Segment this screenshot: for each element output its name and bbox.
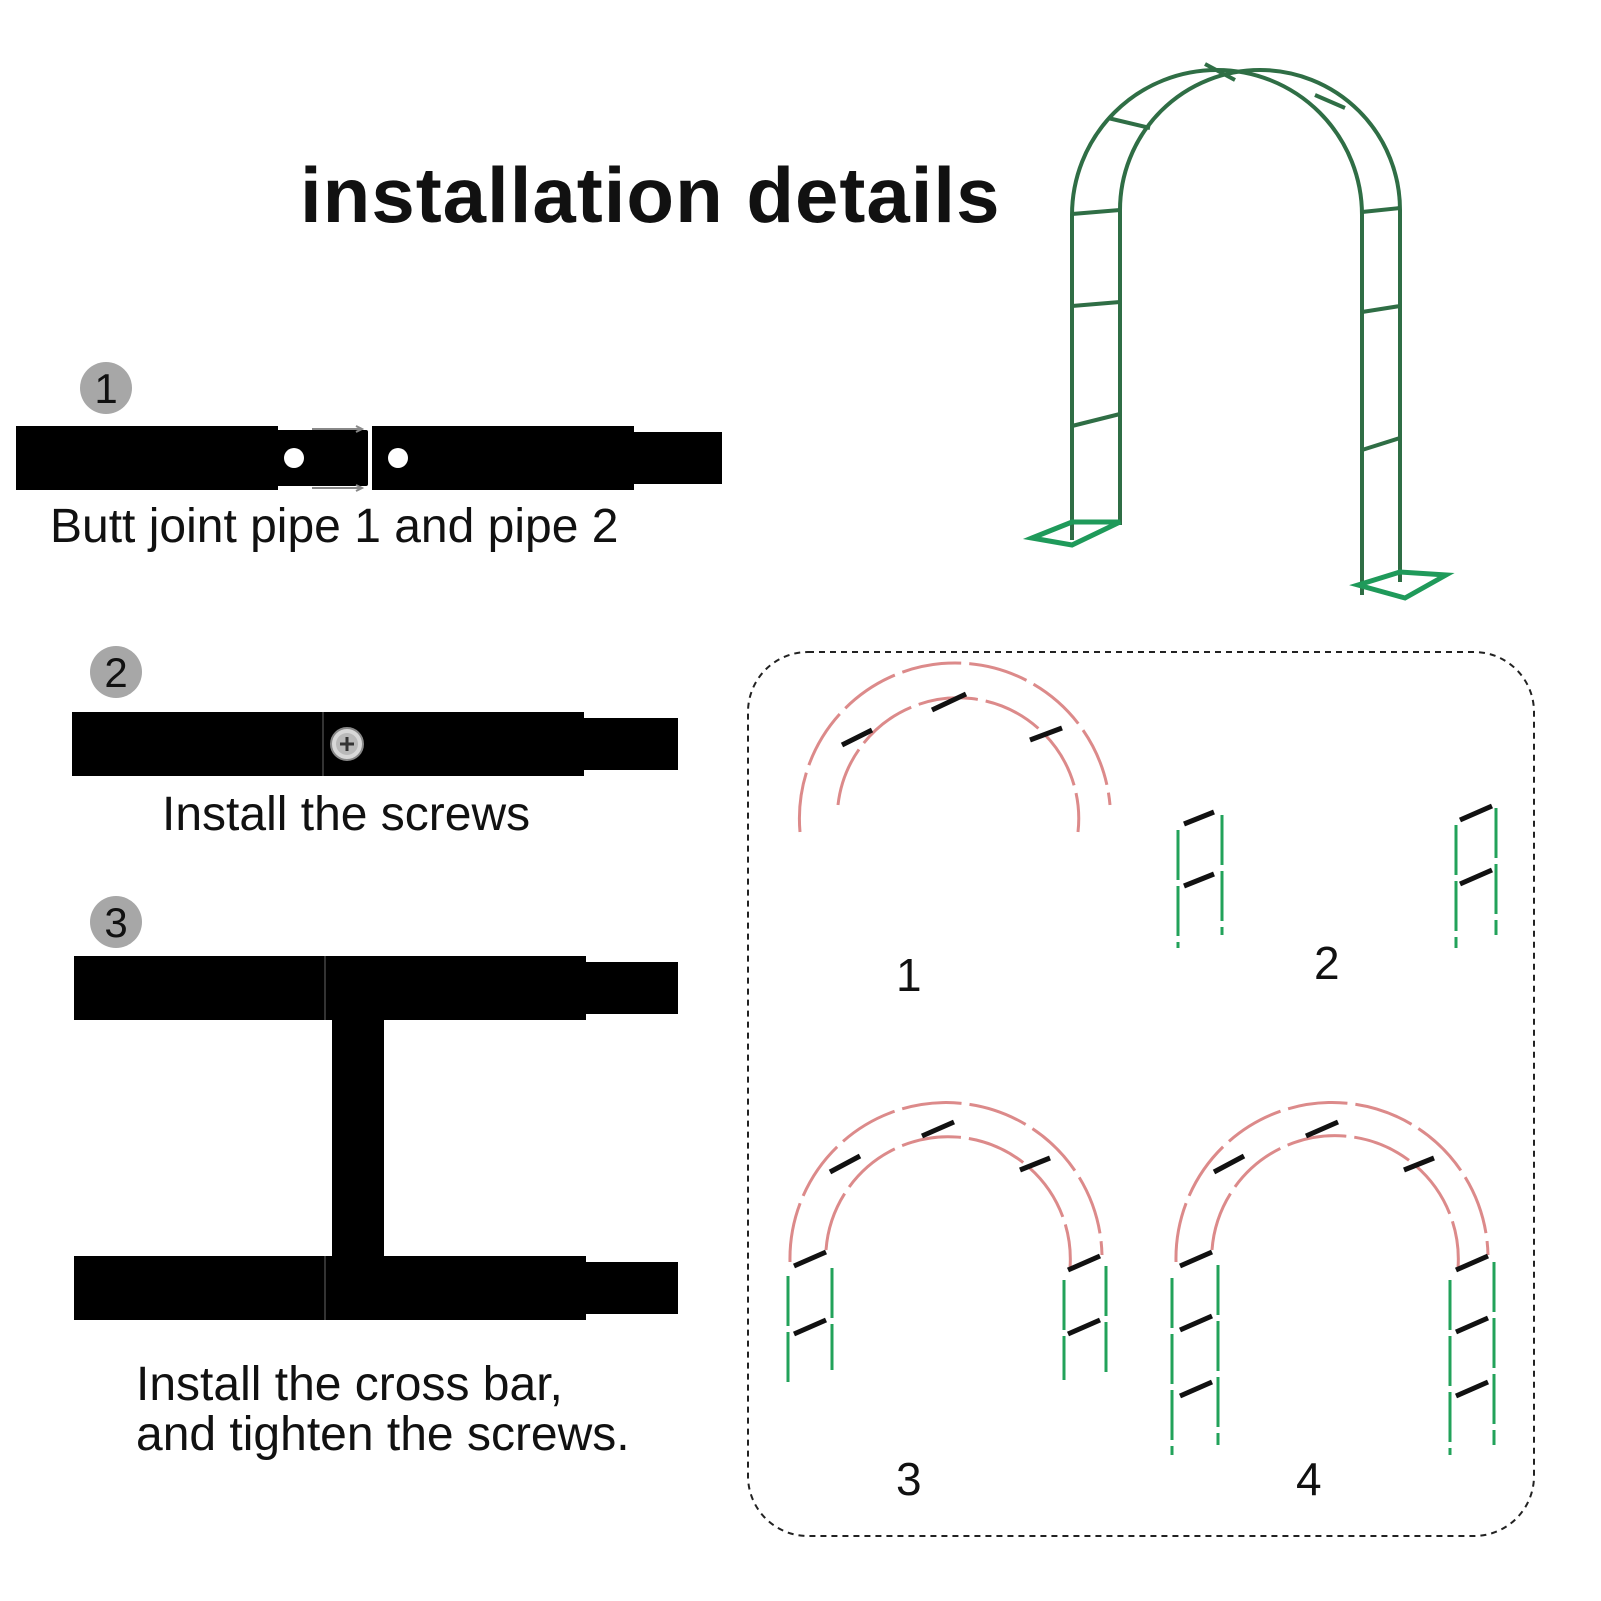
- joined-pipe-narrow-end: [578, 718, 678, 770]
- step-3-caption-line-2: and tighten the screws.: [136, 1408, 630, 1462]
- screw-icon: [330, 727, 364, 761]
- assembly-sequence-frame: [747, 651, 1535, 1537]
- top-pipe-seam: [324, 956, 326, 1020]
- step-3-caption: Install the cross bar, and tighten the s…: [136, 1358, 630, 1462]
- bottom-pipe-body: [74, 1256, 586, 1320]
- pipe-seam: [322, 712, 324, 776]
- step-3-badge: 3: [90, 896, 142, 948]
- panel-3-number: 3: [896, 1453, 922, 1505]
- panel-1-arches: [797, 661, 1112, 833]
- bottom-pipe-narrow-end: [580, 1262, 678, 1314]
- pipe-2-body: [372, 426, 634, 490]
- step-1-pipe-diagram: [16, 425, 726, 492]
- pipe-1-body: [16, 426, 278, 490]
- step-2-badge: 2: [90, 646, 142, 698]
- bottom-pipe-seam: [324, 1256, 326, 1320]
- insert-arrows: [312, 425, 365, 492]
- pipe-2-hole: [388, 448, 408, 468]
- step-3-crossbar-diagram: [74, 956, 684, 1324]
- step-2-pipe-diagram: [72, 712, 682, 778]
- top-pipe-body: [74, 956, 586, 1020]
- step-3-caption-line-1: Install the cross bar,: [136, 1358, 563, 1411]
- step-1-caption: Butt joint pipe 1 and pipe 2: [50, 500, 619, 553]
- page-title: installation details: [300, 151, 1001, 239]
- panel-4-number: 4: [1296, 1453, 1322, 1505]
- joined-pipe-body: [72, 712, 584, 776]
- pipe-1-hole: [284, 448, 304, 468]
- step-1-badge: 1: [80, 362, 132, 414]
- step-2-caption: Install the screws: [162, 788, 531, 841]
- panel-1-number: 1: [896, 949, 922, 1001]
- top-pipe-narrow-end: [580, 962, 678, 1014]
- panel-2-number: 2: [1314, 937, 1340, 989]
- cross-bar: [332, 1018, 384, 1260]
- pipe-2-narrow-end: [630, 432, 722, 484]
